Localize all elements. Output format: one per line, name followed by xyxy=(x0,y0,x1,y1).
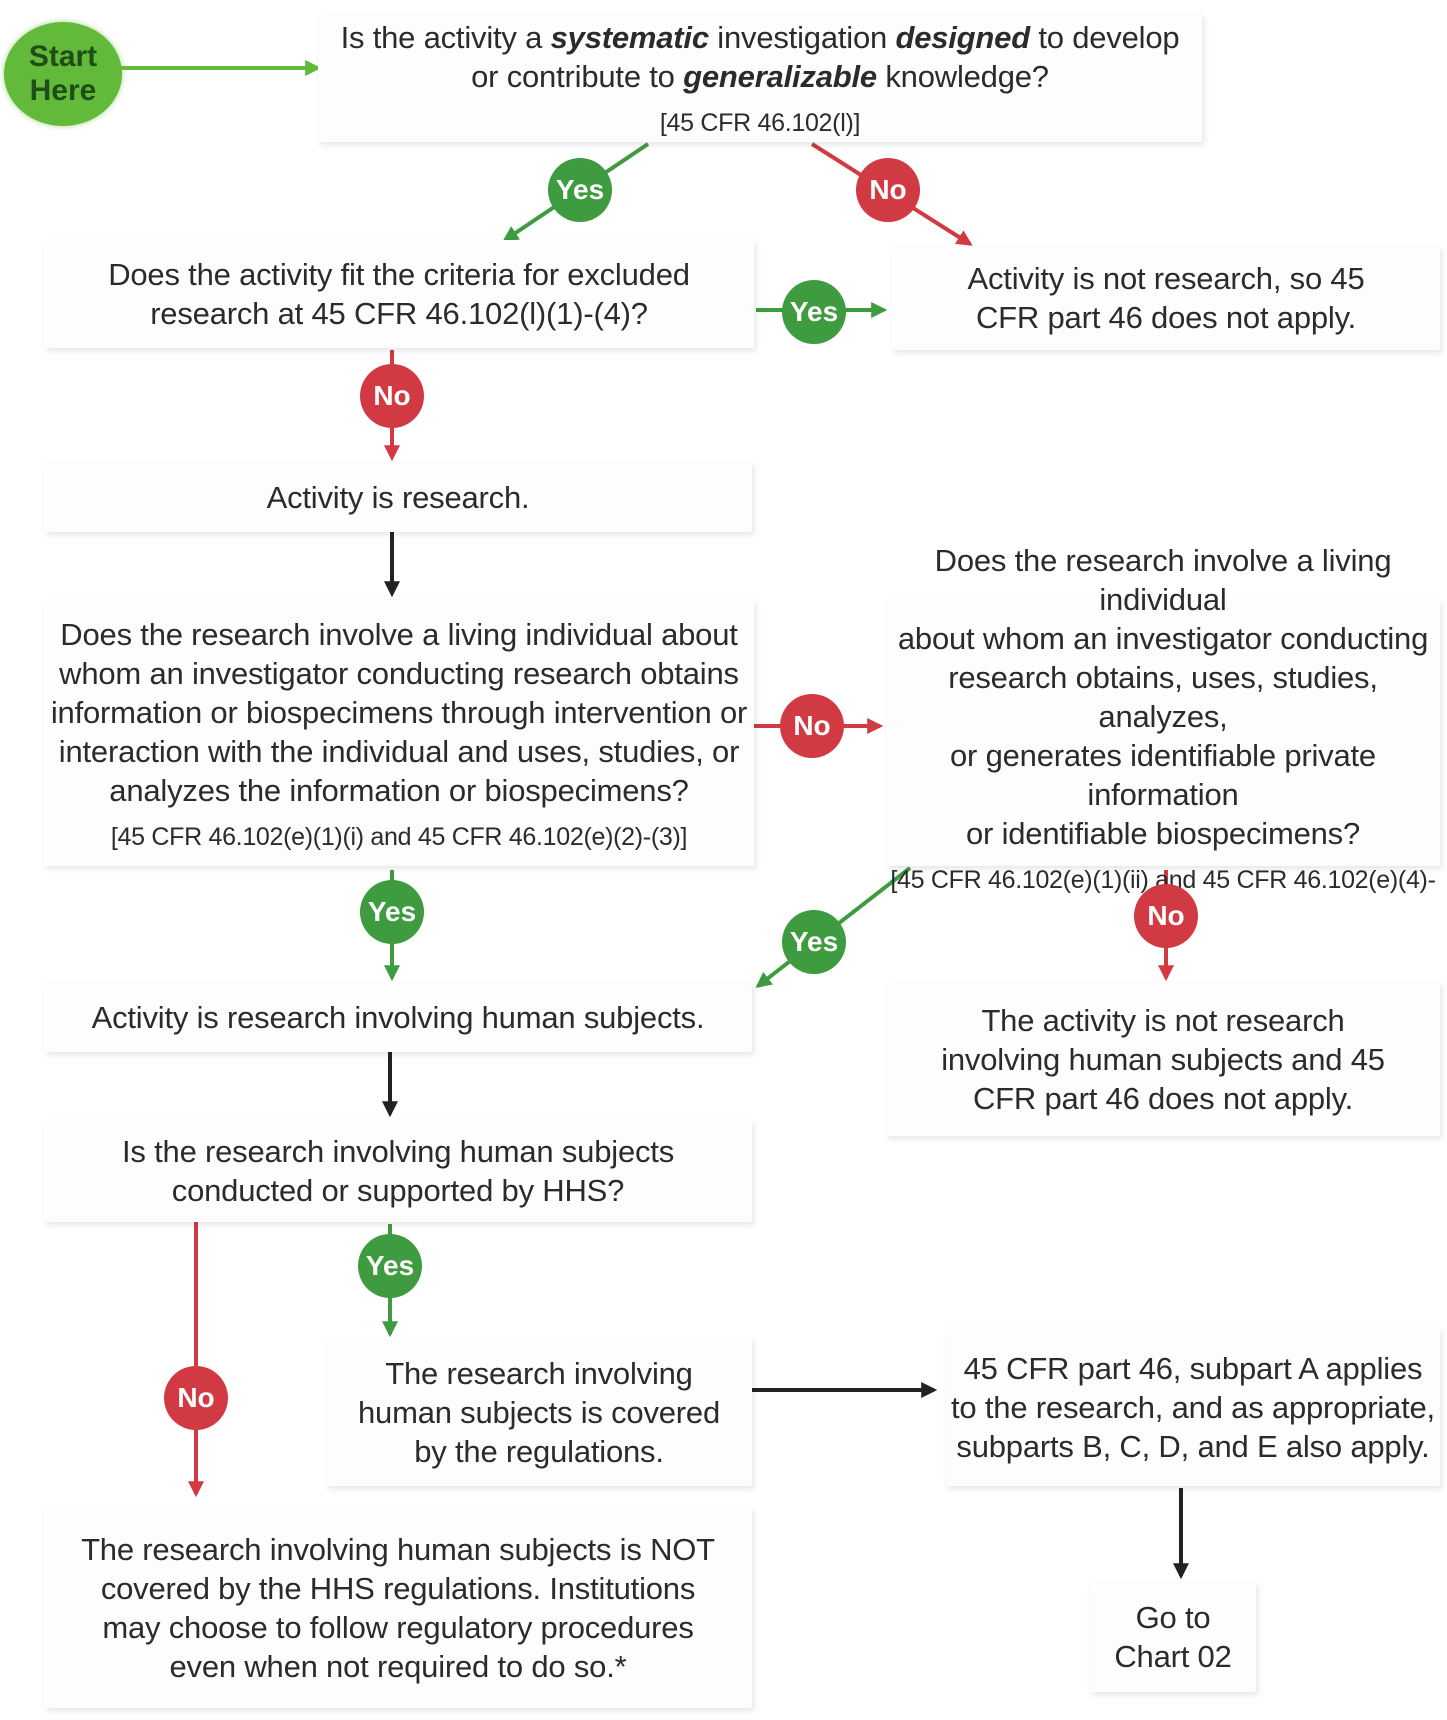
question-hhs-supported: Is the research involving human subjects… xyxy=(44,1120,752,1222)
no-badge: No xyxy=(360,364,424,428)
result-research-involving-human-subjects: Activity is research involving human sub… xyxy=(44,982,752,1052)
result-text: The research involving human subjects is… xyxy=(357,1355,721,1469)
question-systematic-investigation: Is the activity a systematic investigati… xyxy=(318,14,1202,142)
question-identifiable-information: Does the research involve a living indiv… xyxy=(886,543,1440,924)
question-intervention-interaction: Does the research involve a living indiv… xyxy=(44,600,754,866)
result-text: The research involving human subjects is… xyxy=(81,1532,715,1684)
result-not-human-subjects: The activity is not research involving h… xyxy=(886,982,1440,1136)
result-covered-by-regulations: The research involving human subjects is… xyxy=(326,1338,752,1486)
no-badge: No xyxy=(856,158,920,222)
no-badge: No xyxy=(164,1366,228,1430)
yes-badge: Yes xyxy=(358,1234,422,1298)
no-badge: No xyxy=(780,694,844,758)
result-text: The activity is not research involving h… xyxy=(941,1002,1385,1116)
yes-badge: Yes xyxy=(360,880,424,944)
yes-badge: Yes xyxy=(782,280,846,344)
citation: [45 CFR 46.102(e)(1)(i) and 45 CFR 46.10… xyxy=(110,822,688,851)
no-badge: No xyxy=(1134,884,1198,948)
question-excluded-research: Does the activity fit the criteria for e… xyxy=(44,240,754,348)
start-label-line1: Start xyxy=(28,40,98,73)
yes-badge: Yes xyxy=(782,910,846,974)
question-text: Does the research involve a living indiv… xyxy=(50,616,748,808)
result-not-covered: The research involving human subjects is… xyxy=(44,1508,752,1708)
result-text: Activity is research involving human sub… xyxy=(91,999,705,1035)
question-text: Is the research involving human subjects… xyxy=(121,1134,674,1208)
result-subpart-a-applies: 45 CFR part 46, subpart A applies to the… xyxy=(946,1328,1440,1486)
result-text: Activity is research. xyxy=(266,479,530,515)
citation: [45 CFR 46.102(l)] xyxy=(659,109,861,137)
yes-badge: Yes xyxy=(548,158,612,222)
question-text: Is the activity a systematic investigati… xyxy=(340,20,1180,94)
result-activity-is-research: Activity is research. xyxy=(44,462,752,532)
result-text: 45 CFR part 46, subpart A applies to the… xyxy=(951,1350,1435,1464)
question-text: Does the research involve a living indiv… xyxy=(897,543,1429,851)
question-text: Does the activity fit the criteria for e… xyxy=(108,257,690,331)
start-here-marker: Start Here xyxy=(4,22,122,126)
start-label-line2: Here xyxy=(29,74,97,107)
